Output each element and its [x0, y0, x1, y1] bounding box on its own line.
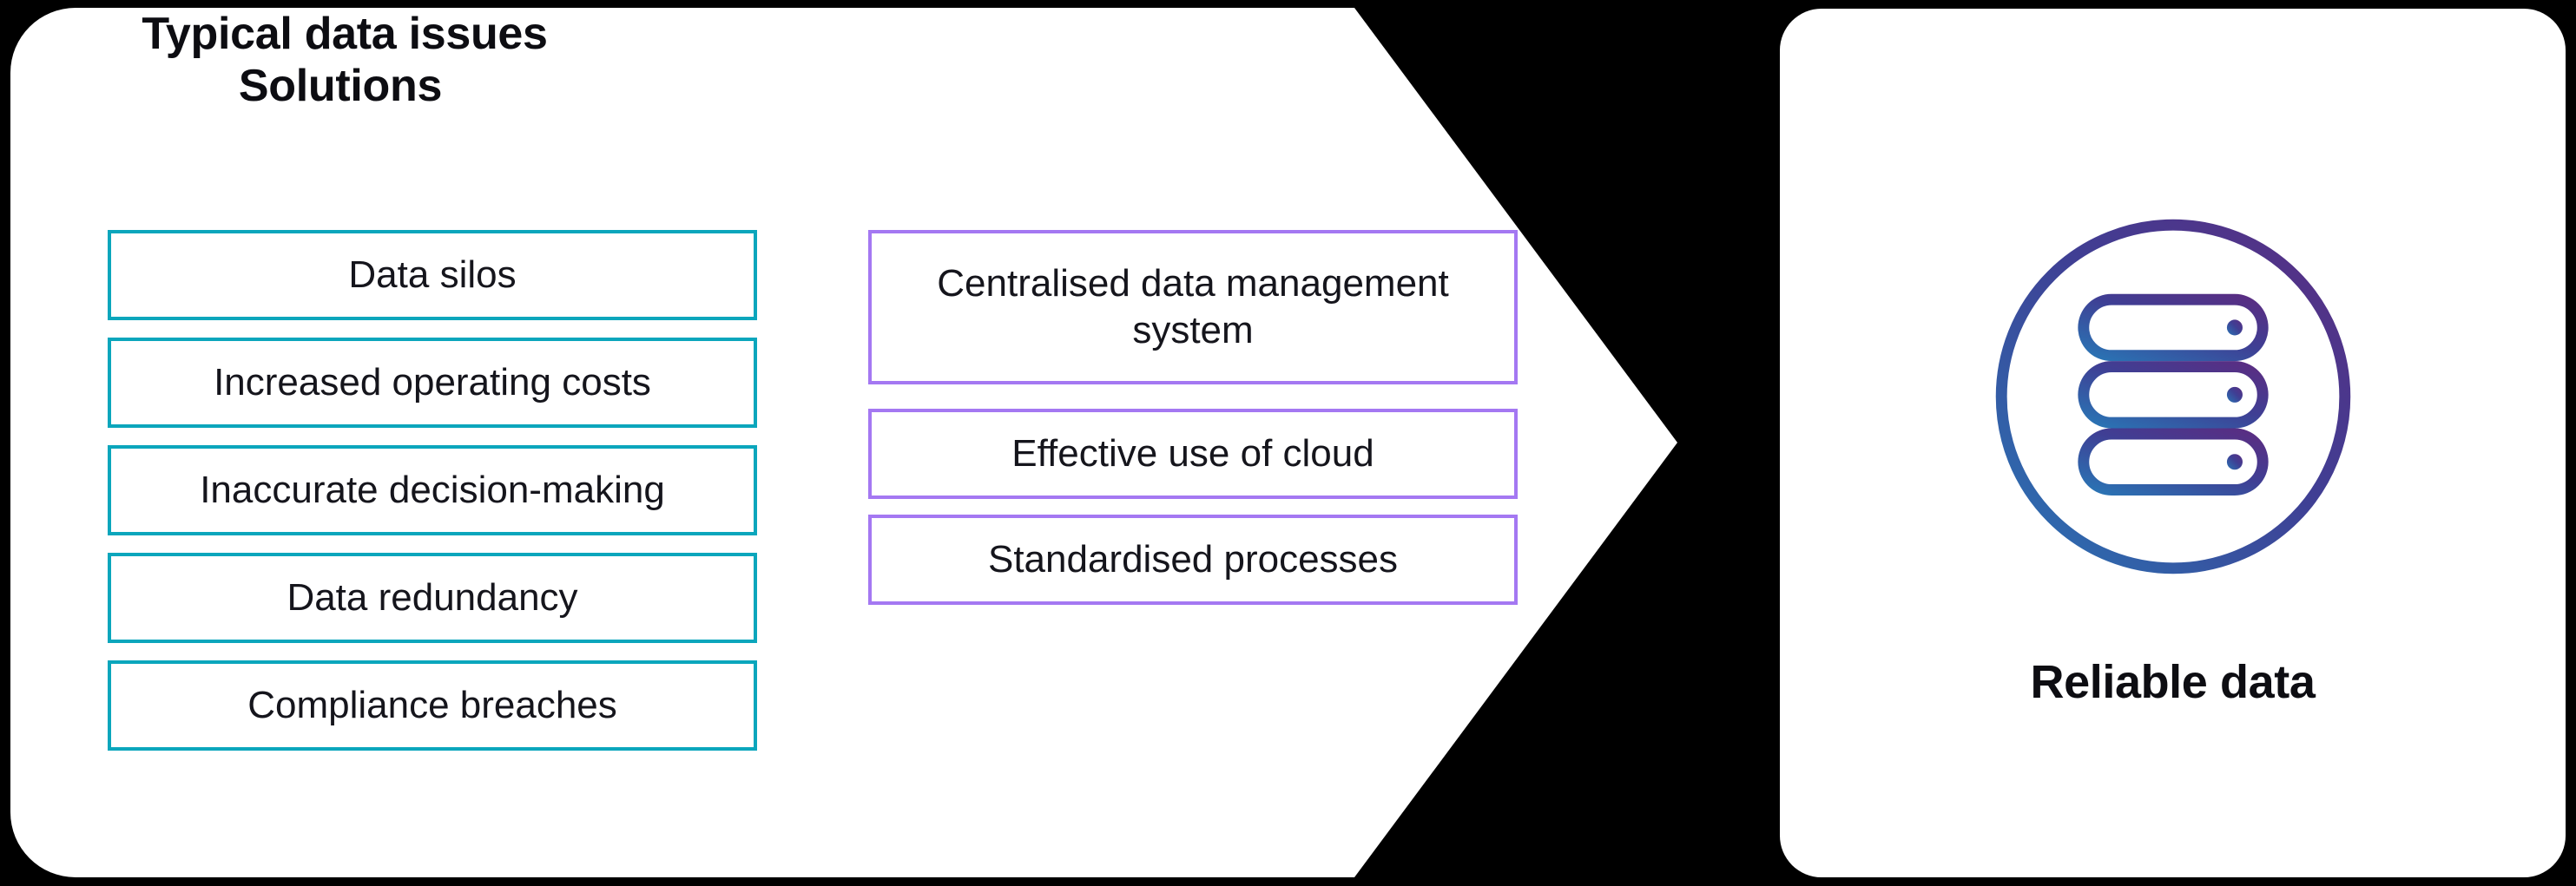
- issues-solutions-panel: Typical data issues Data silos Increased…: [10, 8, 1677, 877]
- issue-chip-compliance-breaches[interactable]: Compliance breaches: [108, 660, 757, 751]
- reliable-data-label: Reliable data: [2030, 656, 2316, 708]
- issue-chip-label: Increased operating costs: [214, 361, 651, 404]
- left-panel-content: Typical data issues Data silos Increased…: [10, 8, 1677, 877]
- issue-chip-label: Inaccurate decision-making: [200, 469, 665, 512]
- issue-chip-data-silos[interactable]: Data silos: [108, 230, 757, 320]
- arrow-panel-shape: [10, 8, 1677, 877]
- issue-chip-increased-operating-costs[interactable]: Increased operating costs: [108, 338, 757, 428]
- server-stack-in-circle-icon: [1986, 210, 2360, 583]
- issue-chip-label: Compliance breaches: [247, 684, 617, 727]
- issue-chip-inaccurate-decision-making[interactable]: Inaccurate decision-making: [108, 445, 757, 535]
- solutions-column-heading: Solutions: [238, 61, 443, 111]
- reliable-data-panel: Reliable data: [1780, 9, 2566, 877]
- solution-chip-label: Standardised processes: [987, 538, 1399, 581]
- issues-column-heading: Typical data issues: [142, 9, 548, 59]
- solution-chip-label: Centralised data management system: [937, 262, 1449, 351]
- issue-chip-label: Data silos: [348, 253, 517, 297]
- issue-chip-label: Data redundancy: [287, 576, 578, 620]
- solution-chip-effective-use-of-cloud[interactable]: Effective use of cloud: [868, 409, 1518, 499]
- issue-chip-data-redundancy[interactable]: Data redundancy: [108, 553, 757, 643]
- solution-chip-centralised-data-management-system[interactable]: Centralised data management system: [868, 230, 1518, 384]
- solution-chip-label: Effective use of cloud: [1011, 432, 1374, 476]
- solution-chip-standardised-processes[interactable]: Standardised processes: [868, 515, 1518, 605]
